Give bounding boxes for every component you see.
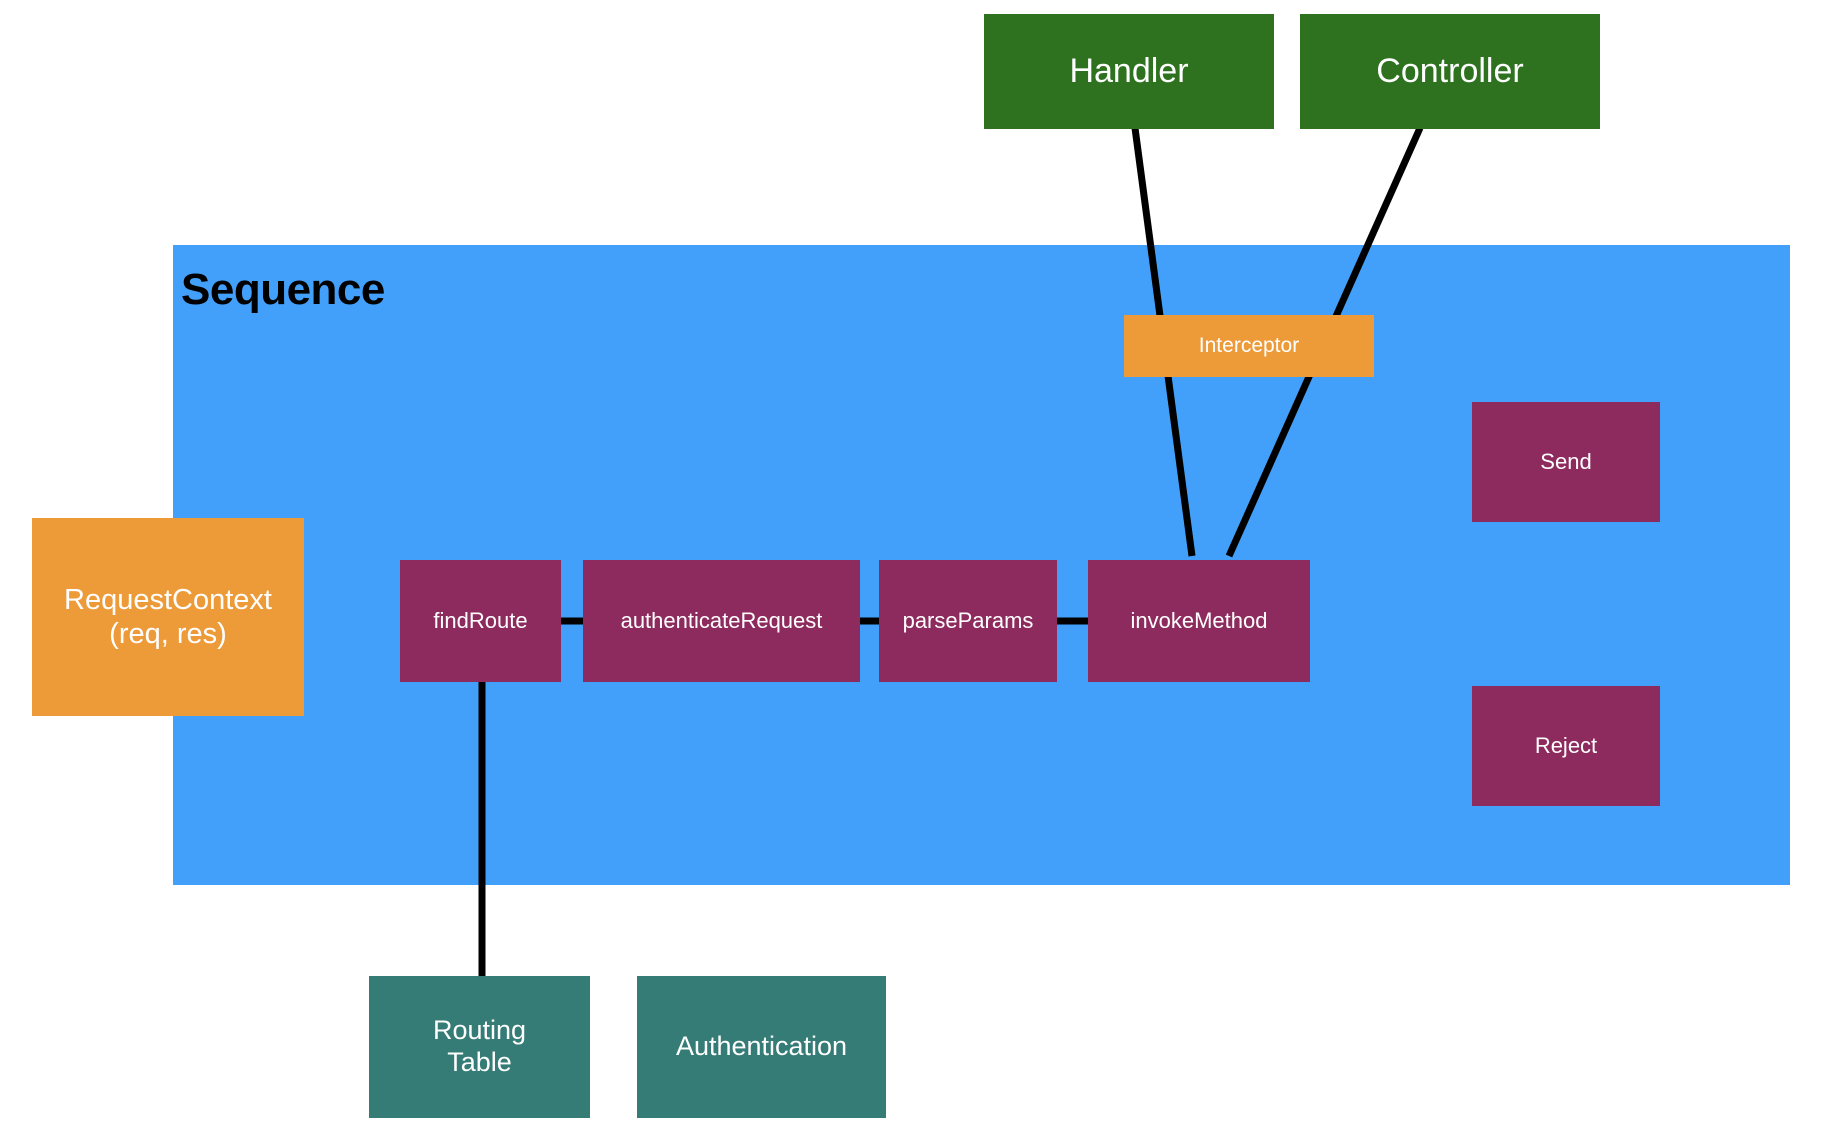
node-label-interceptor: Interceptor: [1198, 333, 1300, 357]
node-request-context[interactable]: RequestContext (req, res): [32, 518, 304, 716]
node-label-request-context: RequestContext (req, res): [64, 583, 272, 650]
node-label-authentication: Authentication: [675, 1031, 848, 1062]
node-label-reject: Reject: [1534, 733, 1598, 759]
node-label-invoke-method: invokeMethod: [1130, 608, 1268, 634]
node-authentication[interactable]: Authentication: [637, 976, 886, 1118]
node-label-authenticate-request: authenticateRequest: [620, 608, 823, 634]
node-find-route[interactable]: findRoute: [400, 560, 561, 682]
node-send[interactable]: Send: [1472, 402, 1660, 522]
node-label-controller: Controller: [1376, 52, 1524, 91]
node-interceptor[interactable]: Interceptor: [1124, 315, 1374, 377]
panel-title: Sequence: [181, 265, 385, 314]
node-label-send: Send: [1540, 449, 1592, 475]
node-label-parse-params: parseParams: [902, 608, 1034, 634]
node-parse-params[interactable]: parseParams: [879, 560, 1057, 682]
node-handler[interactable]: Handler: [984, 14, 1274, 129]
node-label-routing-table: Routing Table: [432, 1015, 527, 1077]
node-controller[interactable]: Controller: [1300, 14, 1600, 129]
node-authenticate-request[interactable]: authenticateRequest: [583, 560, 860, 682]
node-reject[interactable]: Reject: [1472, 686, 1660, 806]
node-invoke-method[interactable]: invokeMethod: [1088, 560, 1310, 682]
node-routing-table[interactable]: Routing Table: [369, 976, 590, 1118]
node-label-find-route: findRoute: [433, 608, 528, 634]
node-label-handler: Handler: [1069, 52, 1189, 91]
